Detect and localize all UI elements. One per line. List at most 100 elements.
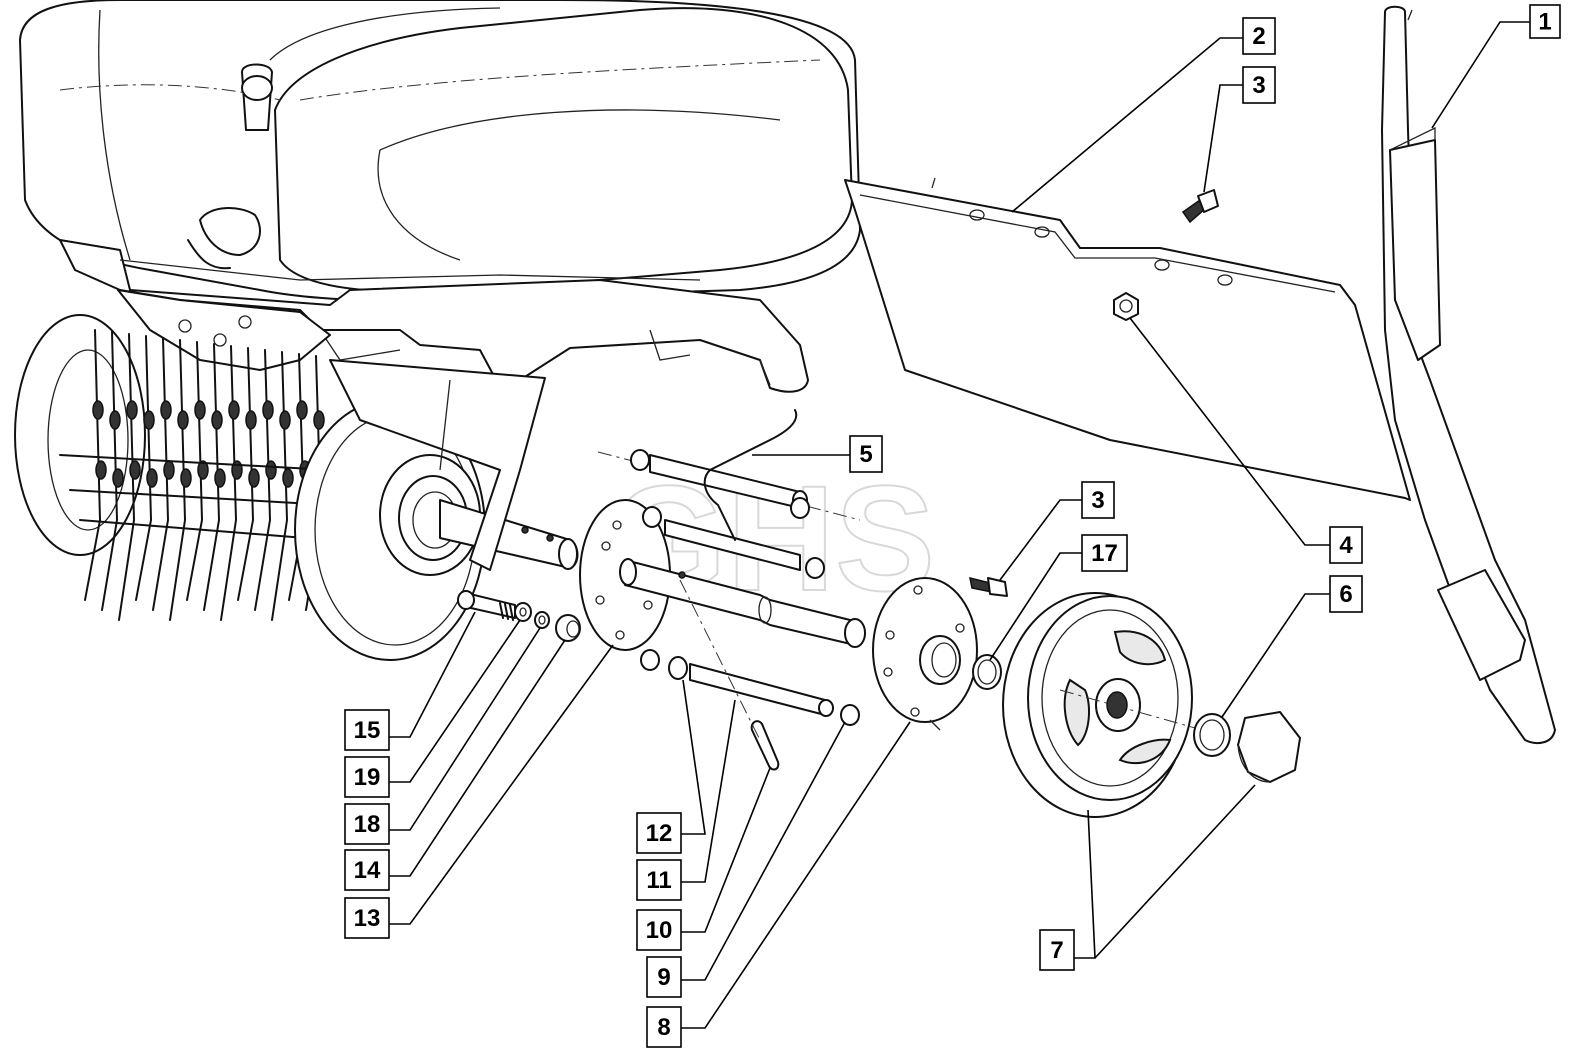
bolt-3-lower [969,576,1008,597]
tine [118,333,135,621]
callout-11: 11 [636,859,682,901]
wheel-7 [1002,592,1221,818]
callout-2: 2 [1242,17,1276,55]
callout-number: 4 [1339,532,1353,559]
tine-bead [211,410,223,430]
tine-bead [214,468,226,488]
callout-number: 12 [646,820,673,847]
callout-number: 11 [646,867,671,894]
callout-number: 8 [657,1014,670,1041]
tine-bead [265,460,277,480]
pin-10 [750,720,780,771]
callout-number: 15 [354,717,381,744]
main-axle-shaft [619,558,866,648]
callout-14: 14 [344,849,390,891]
tine-bead [126,400,138,420]
tine-bead [228,400,240,420]
tine-bead [92,400,104,420]
tine [271,351,288,621]
callout-number: 14 [354,857,381,884]
tine [169,339,186,621]
tine-bead [262,400,274,420]
callout-number: 10 [646,917,673,944]
tine-bead [177,410,189,430]
callout-box [1329,526,1363,564]
tine-bead [129,460,141,480]
callout-9: 9 [646,956,682,998]
callout-number: 6 [1339,581,1352,608]
callout-number: 18 [354,811,381,838]
callout-3a: 3 [1242,66,1276,104]
callout-18: 18 [344,803,390,845]
tine-bead [313,410,325,430]
bolt-3-upper [1181,189,1219,224]
hub-flange-8 [872,577,978,731]
callout-box [1039,929,1075,971]
bolt-and-spring-hardware [457,590,581,642]
tine-bead [143,410,155,430]
callout-box [1081,534,1128,572]
tine-bead [180,468,192,488]
callout-box [1529,4,1561,39]
handle-bar-1 [1381,5,1556,744]
callout-box [344,897,390,939]
callout-box [344,756,390,798]
machine-body [19,0,861,393]
callout-box [636,859,682,901]
callout-number: 7 [1050,937,1063,964]
callout-number: 13 [354,905,381,932]
callout-15: 15 [344,709,390,751]
tine [135,335,152,601]
callout-6: 6 [1329,575,1363,613]
tine-bead [160,400,172,420]
callout-7: 7 [1039,929,1075,971]
callout-box [344,803,390,845]
tine-bead [146,468,158,488]
callout-box [1081,481,1115,519]
spacer-rods [597,449,861,726]
callout-box [646,956,682,998]
tine [152,337,169,611]
callout-box [646,1006,682,1048]
callout-1: 1 [1529,4,1561,39]
tine-bead [279,410,291,430]
callout-box [636,812,682,854]
callout-box [1242,17,1276,55]
callout-box [849,435,883,473]
tine-bead [194,400,206,420]
callout-number: 3 [1252,72,1265,99]
tine-bead [245,410,257,430]
callout-number: 19 [354,764,381,791]
tine-bead [197,460,209,480]
callout-10: 10 [636,909,682,951]
leader-lines [388,21,1530,1029]
callout-12: 12 [636,812,682,854]
tine [101,331,118,611]
callout-8: 8 [646,1006,682,1048]
hub-cap [1237,711,1301,783]
tine-bead [282,468,294,488]
tine-bead [163,460,175,480]
callout-box [636,909,682,951]
callout-number: 2 [1252,23,1265,50]
callout-3b: 3 [1081,481,1115,519]
callout-4: 4 [1329,526,1363,564]
tine-reel [14,314,331,621]
left-wheel-assembly [294,359,579,661]
callout-number: 17 [1091,540,1118,567]
tine [237,347,254,601]
callout-box [344,849,390,891]
callout-box [344,709,390,751]
tine [203,343,220,611]
callout-5: 5 [849,435,883,473]
callout-number: 3 [1091,487,1104,514]
callout-number: 5 [859,441,872,468]
tine-bead [109,410,121,430]
callout-13: 13 [344,897,390,939]
callout-number: 1 [1538,9,1551,36]
tine-bead [296,400,308,420]
wire-clip [703,409,798,541]
callout-19: 19 [344,756,390,798]
